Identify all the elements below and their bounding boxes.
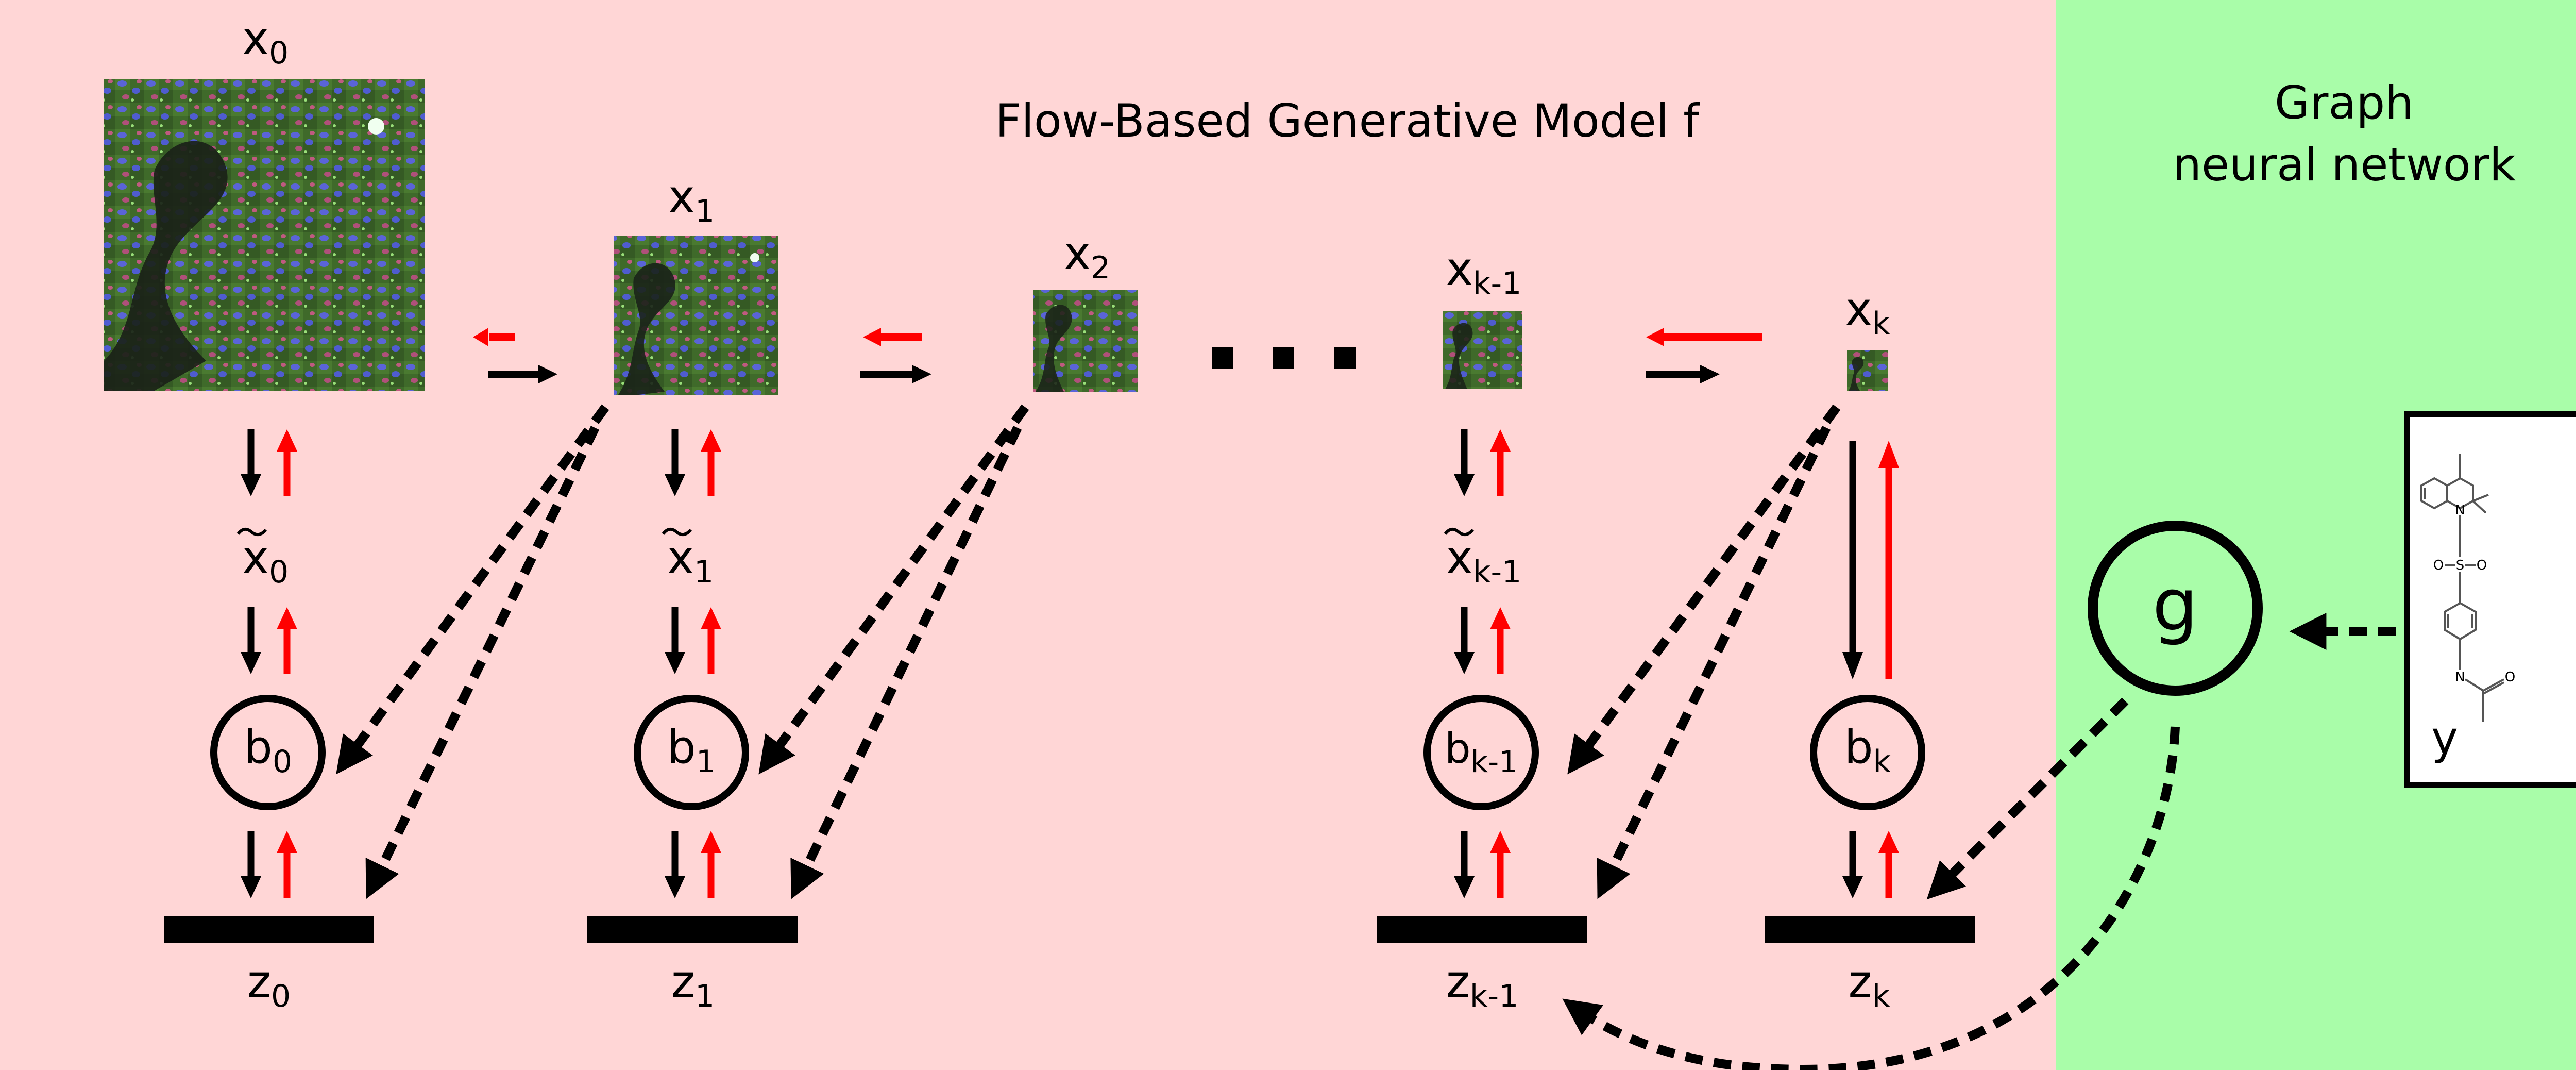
label-xk1: xk-1: [1446, 242, 1522, 302]
svg-text:x0: x0: [242, 531, 289, 590]
arrows-x0-tilde: [241, 429, 297, 496]
image-x1: [614, 236, 778, 395]
molecule-structure: [2420, 454, 2504, 722]
arrows-bk1-zk1: [1454, 831, 1511, 898]
image-xk1: [1443, 311, 1522, 389]
label-zk: zk: [1849, 955, 1890, 1014]
dotted-arrows: [336, 404, 2396, 1070]
block-bk: bk: [1810, 695, 1925, 810]
label-z1: z1: [671, 955, 715, 1014]
arrows-tilde-b0: [241, 607, 297, 674]
atom-s: S: [2456, 558, 2465, 573]
latent-bar-zk1: [1377, 916, 1587, 943]
image-xk: [1847, 350, 1888, 391]
svg-text:x1: x1: [667, 531, 714, 590]
svg-text:bk: bk: [1844, 721, 1891, 780]
arrow-pair-xk1-xk: [1646, 328, 1762, 383]
tilde-label-x0: x0: [236, 527, 289, 590]
arrow-pair-x0-x1: [473, 328, 557, 383]
svg-text:b1: b1: [667, 721, 716, 780]
arrow-pair-x1-x2: [860, 328, 931, 383]
arrows-xk1-tilde: [1454, 429, 1511, 496]
arrows-tilde-b1: [665, 607, 721, 674]
svg-text:bk-1: bk-1: [1445, 725, 1518, 779]
atom-o2: O: [2477, 558, 2487, 573]
image-x0: [104, 79, 425, 391]
label-z0: z0: [247, 955, 291, 1014]
ellipsis: [1212, 347, 1356, 369]
dotted-g-to-zk1: [1562, 726, 2180, 1070]
arrows-tilde-bk1: [1454, 607, 1511, 674]
horizontal-arrows: [473, 328, 1762, 383]
gnn-title-line1: Graph: [2275, 76, 2414, 129]
block-b1: b1: [634, 695, 749, 810]
atom-o1: O: [2433, 558, 2444, 573]
block-b0: b0: [210, 695, 326, 810]
atom-n1: N: [2455, 503, 2465, 518]
dotted-g-to-zk: [1926, 697, 2129, 900]
label-zk1: zk-1: [1446, 955, 1519, 1014]
molecule-atom-labels: N S O O N O: [2433, 503, 2515, 685]
svg-text:xk-1: xk-1: [1446, 531, 1522, 590]
flow-model-title: Flow-Based Generative Model f: [995, 94, 1700, 147]
tilde-label-x1: x1: [662, 527, 714, 590]
label-x1: x1: [668, 170, 715, 229]
gnn-title-line2: neural network: [2173, 138, 2516, 191]
molecule-panel: N S O O N O y: [2404, 411, 2576, 788]
latent-bar-z0: [164, 916, 374, 943]
label-xk: xk: [1845, 282, 1890, 342]
svg-text:g: g: [2153, 563, 2198, 647]
dotted-x1-to-b0: [336, 404, 609, 775]
vertical-arrows: [241, 429, 1899, 898]
molecule-label-y: y: [2431, 711, 2458, 764]
arrows-bk-zk: [1842, 831, 1899, 898]
atom-n2: N: [2455, 670, 2465, 685]
ellipsis-text: ...: [1283, 360, 1284, 361]
arrows-b0-z0: [241, 831, 297, 898]
dotted-x2-to-b1: [758, 404, 1029, 775]
arrows-xk-bk: [1842, 441, 1899, 679]
arrows-b1-z1: [665, 831, 721, 898]
tilde-label-xk1: xk-1: [1444, 527, 1522, 590]
latent-bar-z1: [587, 916, 798, 943]
gnn-node-g: g: [2088, 521, 2263, 696]
image-x2: [1033, 290, 1138, 392]
latent-bar-zk: [1765, 916, 1975, 943]
block-bk1: bk-1: [1423, 695, 1539, 810]
dotted-xk-to-bk1: [1567, 404, 1841, 775]
label-x2: x2: [1064, 227, 1110, 286]
svg-text:b0: b0: [244, 721, 292, 780]
atom-o3: O: [2505, 670, 2515, 685]
label-x0: x0: [242, 12, 289, 71]
arrows-x1-tilde: [665, 429, 721, 496]
